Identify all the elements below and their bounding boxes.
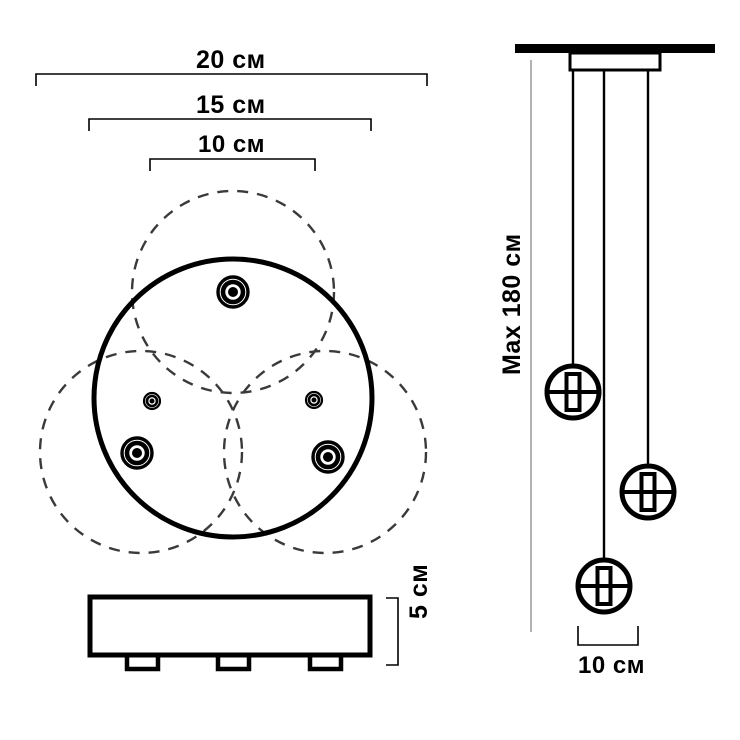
- mount-ring-large-2-outer: [120, 436, 154, 470]
- mounting-tab-2: [215, 655, 252, 672]
- dimension-bracket-10cm: [149, 158, 316, 171]
- mount-ring-large-3-core: [323, 452, 333, 462]
- dimension-label-base-height: 5 см: [405, 563, 433, 619]
- globe-filament-1: [564, 372, 582, 412]
- mount-ring-large-2-mid: [124, 440, 150, 466]
- dimension-bracket-15cm: [88, 118, 372, 131]
- dashed-shade-circle-2: [38, 349, 244, 555]
- canopy-box: [568, 51, 662, 72]
- dimension-bracket-5cm: [386, 597, 399, 666]
- base-body-rect: [87, 594, 373, 658]
- mount-ring-large-3-outer: [311, 440, 345, 474]
- hanging-elevation-view: [515, 44, 715, 632]
- mount-ring-small-1-mid: [145, 394, 159, 408]
- dimension-brackets: [35, 73, 639, 666]
- mount-ring-small-2-mid: [307, 393, 321, 407]
- globe-filament-3: [595, 566, 613, 606]
- mount-ring-large-1-core: [228, 287, 238, 297]
- dimension-bracket-globe-spacing: [577, 626, 639, 646]
- mount-ring-small-2-core: [311, 397, 317, 403]
- globe-filament-2: [639, 472, 657, 512]
- top-view-plan: [38, 189, 428, 555]
- ceiling-plate: [515, 44, 715, 53]
- mount-ring-large-1-mid: [220, 279, 246, 305]
- mount-ring-large-3-mid: [315, 444, 341, 470]
- mount-ring-small-1-outer: [142, 391, 162, 411]
- dashed-shade-circle-3: [222, 349, 428, 555]
- mount-ring-large-1-outer: [216, 275, 250, 309]
- dimension-label-width-inner: 10 см: [198, 131, 265, 158]
- mounting-tab-3: [307, 655, 344, 672]
- dimension-label-width-middle: 15 см: [196, 91, 266, 119]
- dimension-label-width-outer: 20 см: [196, 46, 266, 74]
- base-plate-outline: [91, 256, 375, 540]
- dimension-label-max-drop: Max 180 см: [498, 233, 526, 375]
- dashed-shade-circle-1: [130, 189, 336, 395]
- mounting-tab-1: [124, 655, 161, 672]
- mount-ring-small-2-outer: [304, 390, 324, 410]
- mount-ring-small-1-core: [149, 398, 155, 404]
- mount-ring-large-2-core: [132, 448, 142, 458]
- dimension-bracket-20cm: [35, 73, 428, 86]
- side-view-elevation: [87, 594, 373, 672]
- dimension-label-globe-spacing: 10 см: [578, 652, 645, 679]
